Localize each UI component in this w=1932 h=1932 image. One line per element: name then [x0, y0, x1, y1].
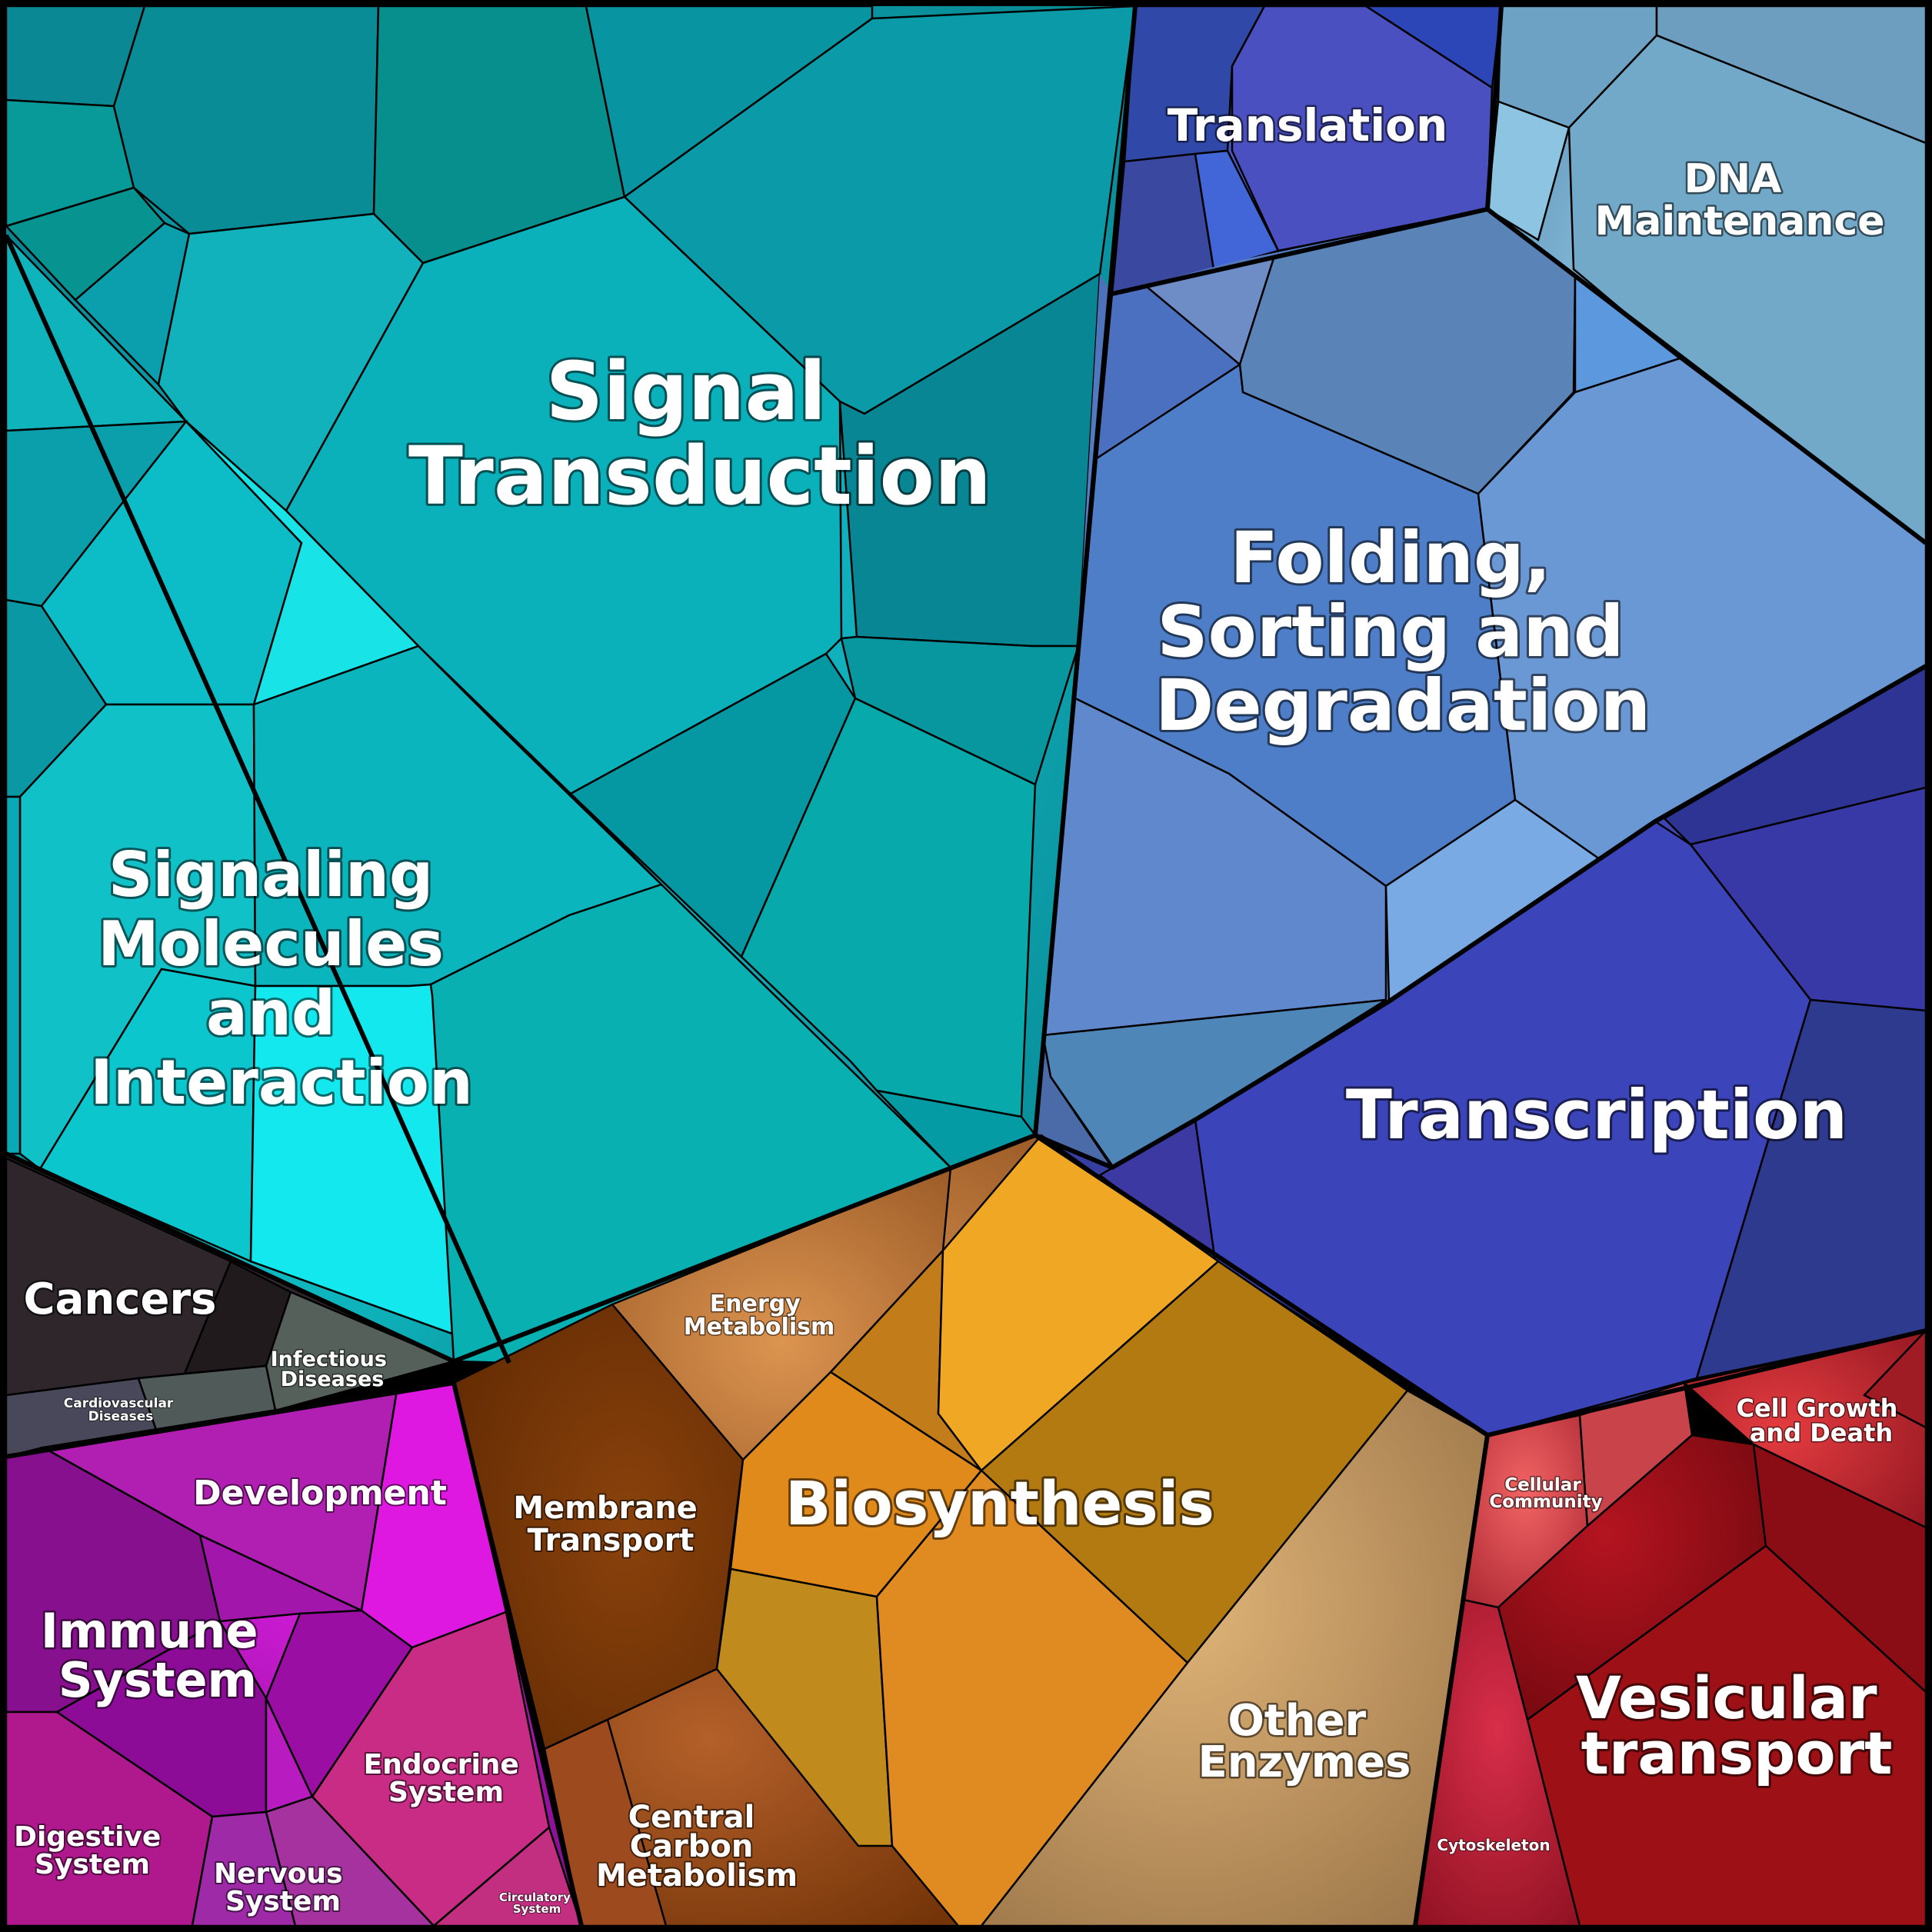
label-infectious-diseases: Infectious Diseases — [271, 1347, 395, 1391]
signal-transduction-cells — [4, 5, 1137, 1169]
translation-cells — [1111, 5, 1503, 295]
region-translation — [1111, 5, 1503, 295]
label-central-carbon-metabolism: Central Carbon Metabolism — [596, 1800, 798, 1894]
membrane-transport-cell — [452, 1303, 744, 1750]
label-membrane-transport: Membrane Transport — [513, 1491, 708, 1558]
label-translation: Translation — [1168, 99, 1448, 152]
region-metabolism — [452, 1134, 1489, 1927]
label-cell-growth-and-death: Cell Growth and Death — [1736, 1394, 1906, 1447]
folding-cells — [1034, 208, 1927, 1170]
label-transcription: Transcription — [1346, 1075, 1847, 1154]
region-cellular-processes — [1414, 1327, 1927, 1927]
label-development: Development — [193, 1474, 447, 1513]
label-other-enzymes: Other Enzymes — [1198, 1696, 1411, 1787]
dna-maintenance-cells — [1486, 5, 1927, 545]
label-biosynthesis: Biosynthesis — [785, 1470, 1214, 1539]
label-immune-system: Immune System — [41, 1603, 275, 1708]
region-signal-transduction — [4, 5, 1137, 1363]
label-digestive-system: Digestive System — [14, 1821, 171, 1880]
region-dna-maintenance — [1486, 5, 1927, 545]
labels: Signal Transduction Signaling Molecules … — [12, 98, 1906, 1920]
label-dna-maintenance: DNA Maintenance — [1594, 156, 1884, 245]
label-cellular-community: Cellular Community — [1489, 1475, 1602, 1512]
label-folding: Folding, Sorting and Degradation — [1155, 517, 1651, 747]
label-circulatory-system: Circulatory System — [499, 1890, 575, 1916]
label-cardiovascular-diseases: Cardiovascular Diseases — [64, 1396, 178, 1424]
region-transcription — [1041, 664, 1927, 1437]
label-cancers: Cancers — [24, 1274, 217, 1324]
label-energy-metabolism: Energy Metabolism — [684, 1291, 835, 1341]
region-human-diseases — [5, 1154, 457, 1458]
label-vesicular-transport: Vesicular transport — [1576, 1664, 1897, 1787]
biosynthesis-cells — [715, 1134, 1409, 1927]
signaling-molecules-cells — [5, 232, 953, 1364]
label-cytoskeleton: Cytoskeleton — [1437, 1836, 1550, 1854]
label-signaling-molecules: Signaling Molecules and Interaction — [90, 839, 473, 1118]
region-folding — [1034, 208, 1927, 1170]
cancers-cells — [5, 1157, 292, 1397]
label-endocrine-system: Endocrine System — [364, 1749, 529, 1808]
label-signal-transduction: Signal Transduction — [408, 345, 991, 523]
label-nervous-system: Nervous System — [214, 1858, 352, 1917]
